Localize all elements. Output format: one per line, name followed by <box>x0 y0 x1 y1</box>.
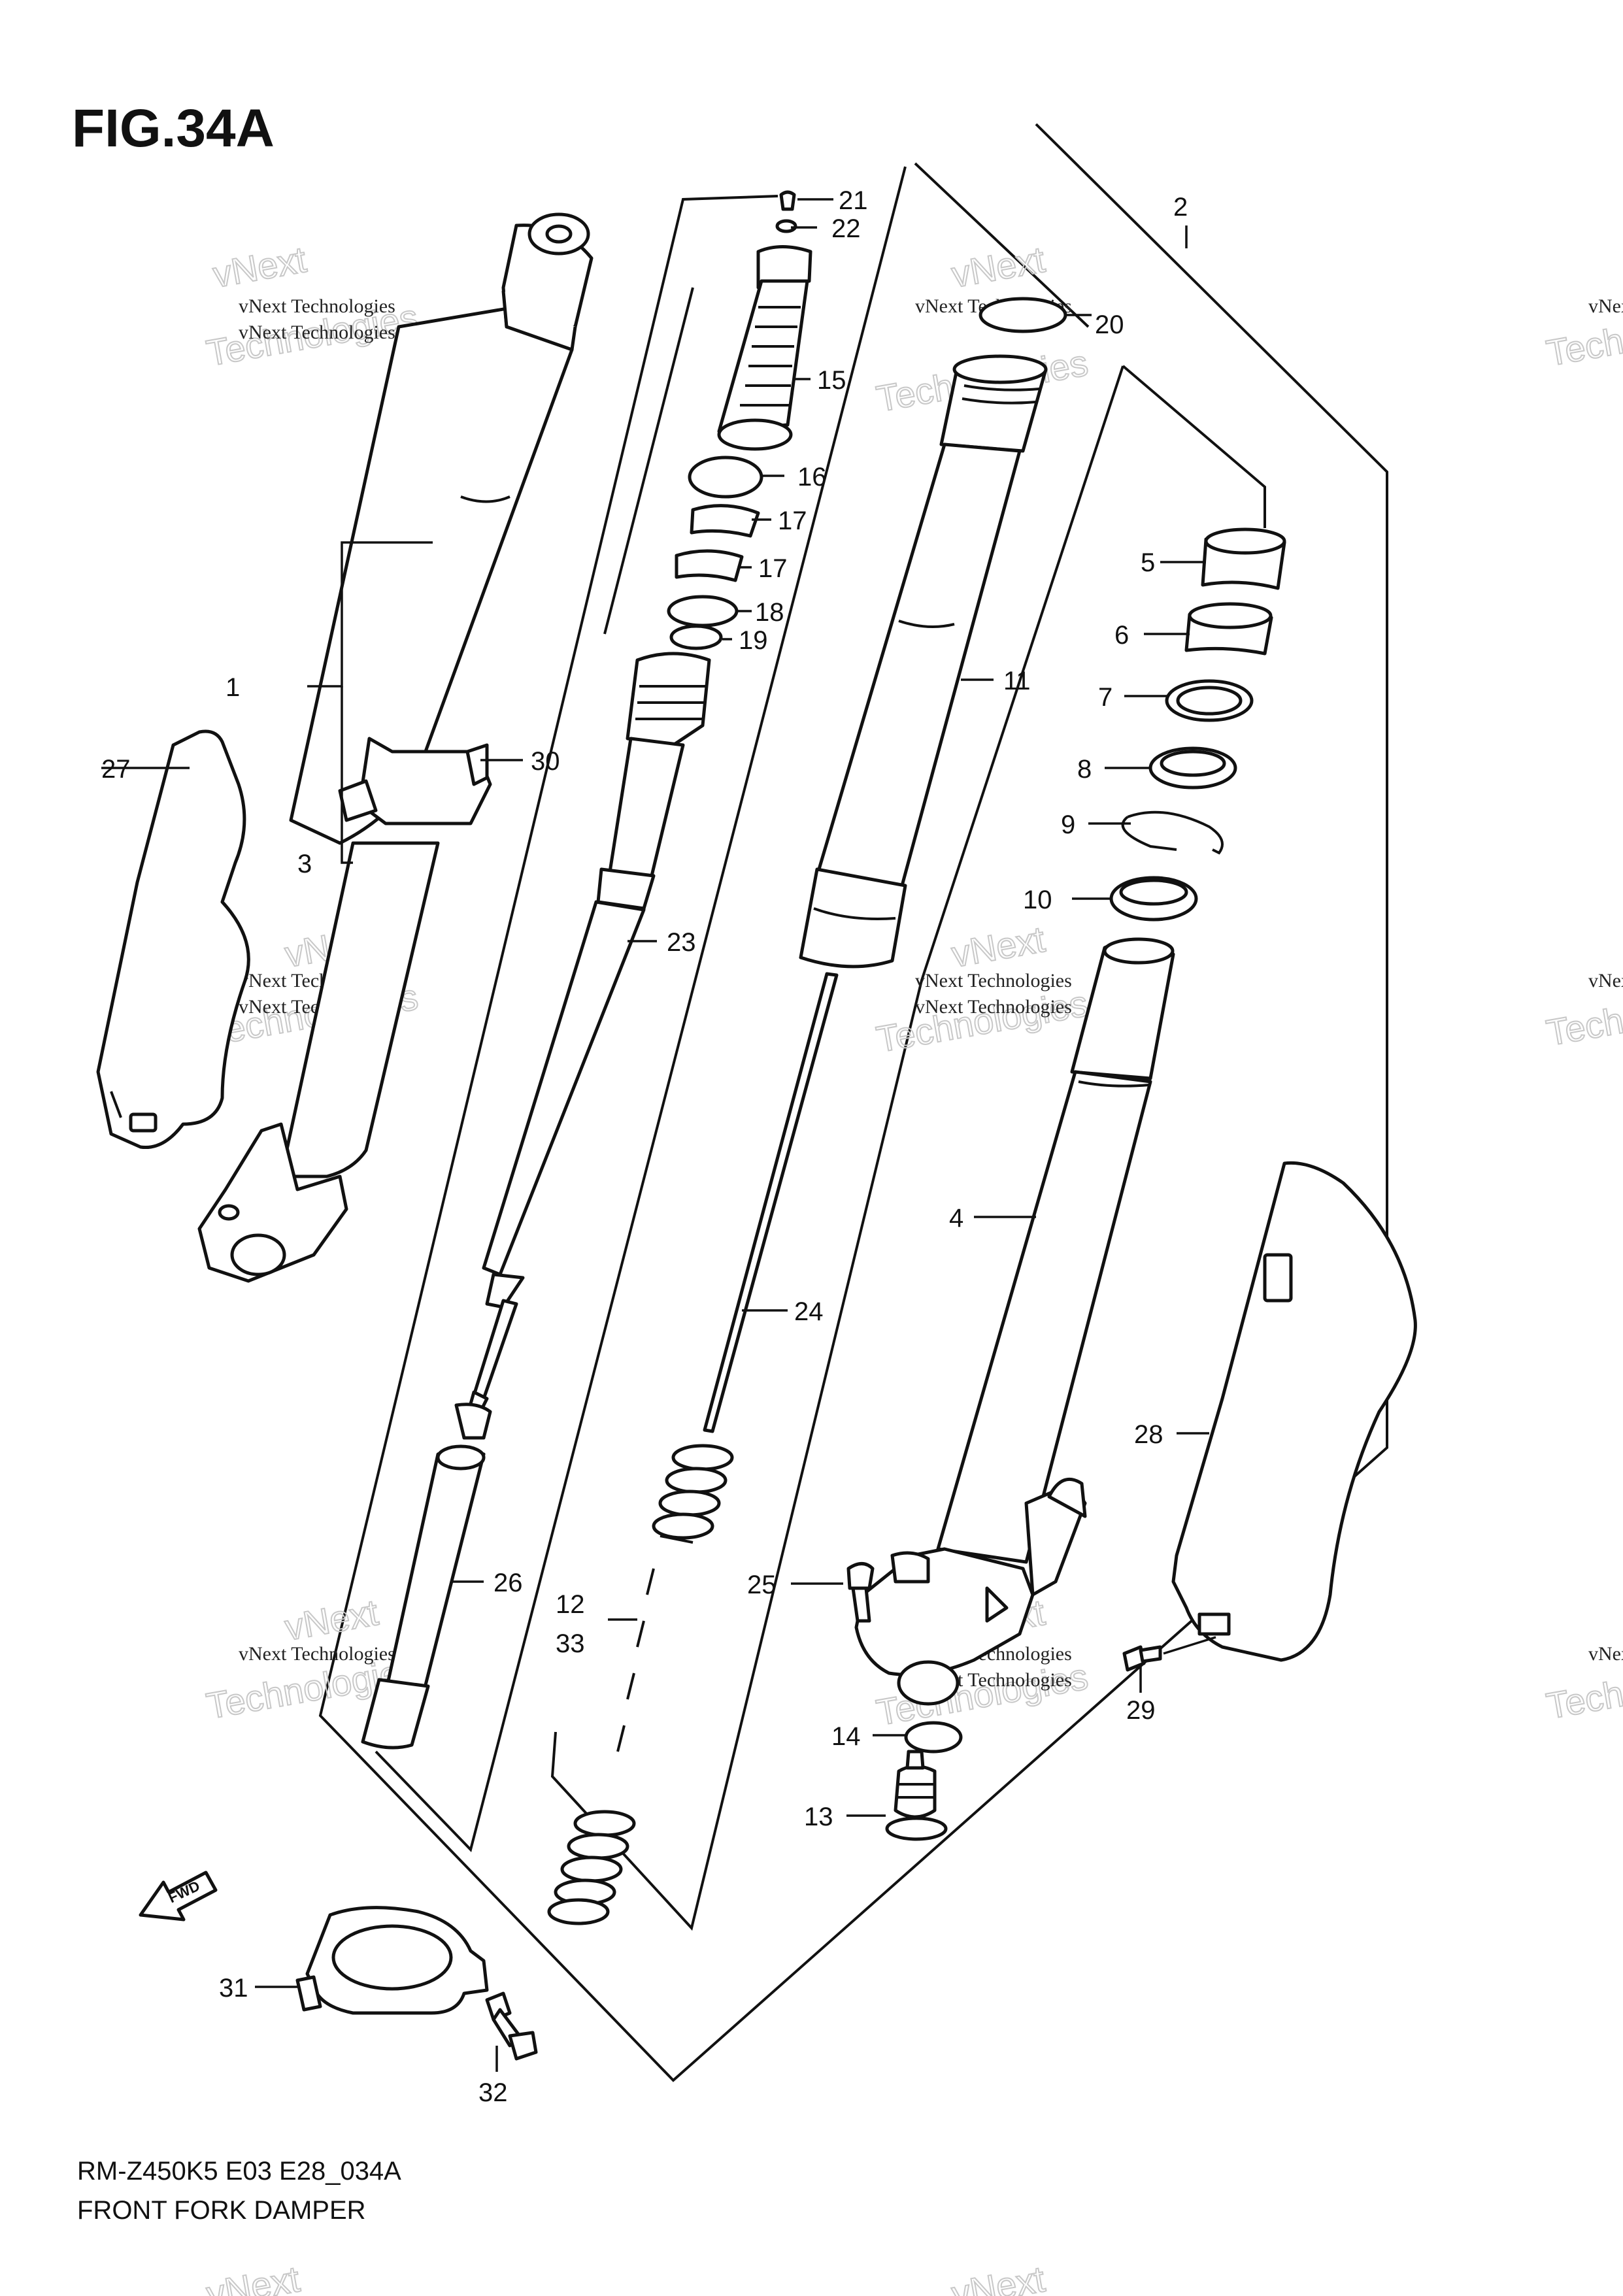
assembly-frame-2 <box>318 123 1388 2082</box>
callout-21: 21 <box>839 186 868 215</box>
callout-10: 10 <box>1023 886 1052 914</box>
callout-8: 8 <box>1077 755 1092 784</box>
fwd-arrow-icon: FWD <box>139 1871 218 1922</box>
watermark-big: Technologies <box>873 982 1091 1060</box>
figure-caption: FRONT FORK DAMPER <box>77 2196 366 2225</box>
part-11-inner-tube[interactable] <box>799 354 1048 969</box>
watermark-big: vNext <box>282 1591 381 1648</box>
part-12-33-fork-spring-upper[interactable] <box>616 1444 734 1752</box>
callout-24: 24 <box>794 1297 824 1326</box>
part-18-ring[interactable] <box>667 595 739 627</box>
part-28-fork-guard[interactable] <box>1171 1161 1417 1662</box>
callout-16: 16 <box>797 463 827 491</box>
callout-28: 28 <box>1134 1420 1163 1449</box>
part-17-piston-ring[interactable] <box>675 549 744 582</box>
part-12-33-fork-spring-lower[interactable] <box>547 1810 636 1925</box>
callout-2: 2 <box>1173 193 1188 222</box>
callout-5: 5 <box>1141 548 1155 577</box>
callouts: 1 2 3 4 5 6 7 8 9 10 11 12 33 13 14 15 1… <box>101 186 1188 2107</box>
part-3-lower-tube[interactable] <box>197 841 440 1283</box>
part-17-piston-ring[interactable] <box>690 504 760 538</box>
model-code: RM-Z450K5 E03 E28_034A <box>77 2157 401 2186</box>
part-27-fork-guard[interactable] <box>96 729 250 1150</box>
callout-33: 33 <box>556 1629 585 1658</box>
callout-25: 25 <box>747 1571 777 1599</box>
part-15-damper-rod-assy[interactable] <box>717 245 812 451</box>
part-14-o-ring[interactable] <box>904 1721 963 1754</box>
part-32-bolt[interactable] <box>485 1991 538 2061</box>
part-20-o-ring[interactable] <box>979 297 1067 333</box>
part-29-bolt[interactable] <box>1122 1645 1162 1672</box>
part-22-washer[interactable] <box>775 219 797 233</box>
part-23-damper-cartridge[interactable] <box>467 652 711 1414</box>
figure-title: FIG.34A <box>72 99 275 158</box>
watermark-text: vNext Technologies <box>915 996 1072 1018</box>
callout-31: 31 <box>219 1974 248 2003</box>
watermark-big: vNext <box>948 918 1048 975</box>
watermark-text: vNext Technologies <box>1588 970 1623 991</box>
watermark-text: vNext Technologies <box>1588 1643 1623 1665</box>
callout-12: 12 <box>556 1590 585 1619</box>
callout-11: 11 <box>1003 667 1031 695</box>
part-21-bolt[interactable] <box>779 190 796 211</box>
callout-17b: 17 <box>758 554 788 583</box>
callout-9: 9 <box>1061 810 1075 839</box>
part-8-oil-seal[interactable] <box>1148 746 1237 790</box>
part-26-spacer-tube[interactable] <box>361 1403 492 1750</box>
assembly-frame-inner <box>375 166 1266 1931</box>
part-30-clamp[interactable] <box>338 737 492 825</box>
watermark-text: vNext Technologies <box>239 1643 395 1665</box>
part-13-drain-bolt[interactable] <box>885 1750 948 1841</box>
part-24-rod[interactable] <box>703 972 839 1433</box>
part-5-bushing[interactable] <box>1201 527 1286 590</box>
watermark-text: vNext Technologies <box>239 322 395 343</box>
part-25-bolt[interactable] <box>846 1562 875 1623</box>
watermark-big: vNext <box>210 239 309 295</box>
callout-19: 19 <box>739 626 768 655</box>
callout-15: 15 <box>817 366 846 395</box>
part-16-o-ring[interactable] <box>688 456 763 499</box>
callout-13: 13 <box>804 1803 833 1831</box>
callout-29: 29 <box>1126 1696 1156 1725</box>
watermark-big: vNext <box>203 2258 303 2296</box>
part-4-outer-tube[interactable] <box>936 937 1175 1564</box>
part-10-dust-seal[interactable] <box>1109 876 1198 922</box>
callout-3: 3 <box>297 850 312 878</box>
part-7-washer[interactable] <box>1165 679 1254 722</box>
callout-23: 23 <box>667 928 696 957</box>
watermark-text: vNext Technologies <box>239 295 395 317</box>
watermark-text: vNext Technologies <box>915 970 1072 991</box>
callout-1: 1 <box>226 673 240 702</box>
callout-14: 14 <box>831 1722 861 1751</box>
callout-30: 30 <box>531 747 560 776</box>
callout-27: 27 <box>101 755 131 784</box>
callout-6: 6 <box>1114 621 1129 650</box>
callout-18: 18 <box>755 598 784 627</box>
leader-lines <box>101 198 1216 2072</box>
callout-7: 7 <box>1098 683 1113 712</box>
callout-26: 26 <box>494 1569 523 1597</box>
callout-32: 32 <box>478 2078 508 2107</box>
part-19-ring[interactable] <box>669 624 723 650</box>
part-4-axle-bracket[interactable] <box>854 1477 1087 1706</box>
part-31-clamp[interactable] <box>295 1906 489 2015</box>
callout-4: 4 <box>949 1204 963 1233</box>
part-6-bushing[interactable] <box>1184 602 1273 656</box>
callout-17a: 17 <box>778 507 807 535</box>
watermark-big: vNext <box>948 239 1048 295</box>
watermark-text: vNext Technologies <box>1588 295 1623 317</box>
part-9-stopper-ring[interactable] <box>1121 810 1224 855</box>
callout-20: 20 <box>1095 310 1124 339</box>
watermark-big: vNext <box>948 2258 1048 2296</box>
callout-22: 22 <box>831 214 861 243</box>
